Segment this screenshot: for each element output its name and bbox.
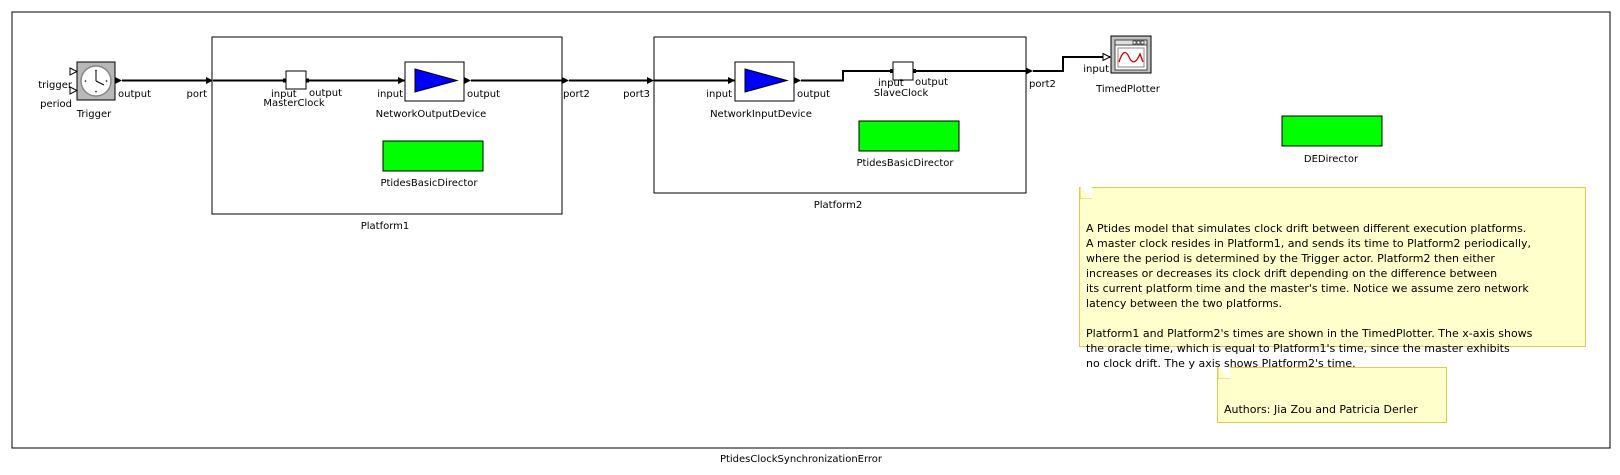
trigger-label: Trigger: [76, 109, 112, 120]
blue-triangle-icon: [744, 68, 789, 93]
slave-clock-actor[interactable]: input output SlaveClock: [874, 61, 948, 99]
slave-clock-output-label: output: [915, 77, 948, 88]
plotter-input-port[interactable]: [1102, 52, 1112, 62]
master-clock-output-port[interactable]: [306, 78, 309, 83]
network-input-device-actor[interactable]: input output NetworkInputDevice: [706, 61, 830, 120]
nid-input-label: input: [706, 89, 732, 100]
model-frame: [11, 11, 1611, 449]
de-director-box[interactable]: [1281, 115, 1383, 147]
period-input-port[interactable]: [69, 86, 79, 95]
slave-clock-input-label: input: [878, 78, 904, 89]
plotter-input-label: input: [1083, 64, 1109, 75]
blue-triangle-icon: [414, 68, 459, 93]
de-director-label: DEDirector: [1304, 154, 1359, 165]
nid-output-port[interactable]: [794, 77, 801, 84]
platform2-out-port-label: port2: [1029, 79, 1056, 90]
period-port-label: period: [40, 99, 72, 110]
plot-window-icon: [1114, 39, 1148, 71]
platform1-out-port-label: port2: [563, 89, 590, 100]
platform2-box[interactable]: [653, 36, 1027, 194]
nid-input-port[interactable]: [728, 77, 735, 84]
slave-clock-output-port[interactable]: [913, 69, 916, 73]
master-clock-actor[interactable]: input output MasterClock: [263, 70, 342, 109]
trigger-output-port[interactable]: [115, 77, 122, 84]
note-fold-icon: [1080, 187, 1092, 199]
platform1-label: Platform1: [361, 221, 410, 232]
nid-label: NetworkInputDevice: [710, 109, 812, 120]
description-text: A Ptides model that simulates clock drif…: [1086, 222, 1533, 370]
platform1-in-port[interactable]: [206, 77, 213, 84]
platform2-label: Platform2: [814, 200, 863, 211]
platform1-director-label: PtidesBasicDirector: [380, 178, 478, 189]
model-name-label: PtidesClockSynchronizationError: [720, 454, 883, 465]
trigger-output-label: output: [118, 89, 151, 100]
link-platform2-plotter: [1033, 56, 1110, 72]
platform2-in-port[interactable]: [647, 77, 654, 84]
nod-output-port[interactable]: [464, 77, 471, 84]
timed-plotter-actor[interactable]: input TimedPlotter: [1083, 35, 1161, 95]
platform1-in-port-label: port: [187, 89, 208, 100]
authors-note[interactable]: Authors: Jia Zou and Patricia Derler: [1217, 367, 1447, 423]
slave-clock-input-port[interactable]: [890, 69, 893, 73]
trigger-actor[interactable]: trigger period output Trigger: [38, 61, 151, 120]
master-clock-input-port[interactable]: [283, 78, 286, 83]
note-fold-icon: [1218, 367, 1230, 379]
plotter-label: TimedPlotter: [1095, 84, 1161, 95]
platform2-out-port[interactable]: [1026, 67, 1033, 75]
nod-input-port[interactable]: [398, 77, 405, 84]
slave-clock-label: SlaveClock: [874, 88, 929, 99]
nod-input-label: input: [377, 89, 403, 100]
platform2[interactable]: Platform2 port3 port2 input output Netwo…: [623, 36, 1056, 211]
master-clock-output-label: output: [309, 88, 342, 99]
platform1[interactable]: Platform1 port port2 input output Master…: [187, 36, 590, 232]
authors-text: Authors: Jia Zou and Patricia Derler: [1224, 403, 1418, 416]
master-clock-label: MasterClock: [263, 98, 325, 109]
nod-output-label: output: [467, 89, 500, 100]
platform1-out-port[interactable]: [562, 77, 569, 84]
trigger-port-label: trigger: [38, 80, 73, 91]
platform2-in-port-label: port3: [623, 89, 650, 100]
platform1-box[interactable]: [211, 36, 563, 215]
clock-icon: [80, 65, 112, 97]
master-clock-box[interactable]: [285, 70, 307, 90]
link-nid-slaveclock: [801, 70, 892, 82]
platform2-director-box[interactable]: [858, 120, 960, 152]
network-output-device-actor[interactable]: input output NetworkOutputDevice: [376, 61, 500, 120]
platform1-director-box[interactable]: [382, 140, 484, 172]
description-note[interactable]: A Ptides model that simulates clock drif…: [1079, 187, 1586, 370]
nid-output-label: output: [797, 89, 830, 100]
platform2-director-label: PtidesBasicDirector: [856, 158, 954, 169]
master-clock-input-label: input: [271, 89, 297, 100]
trigger-input-port[interactable]: [69, 67, 79, 76]
nod-label: NetworkOutputDevice: [376, 109, 487, 120]
